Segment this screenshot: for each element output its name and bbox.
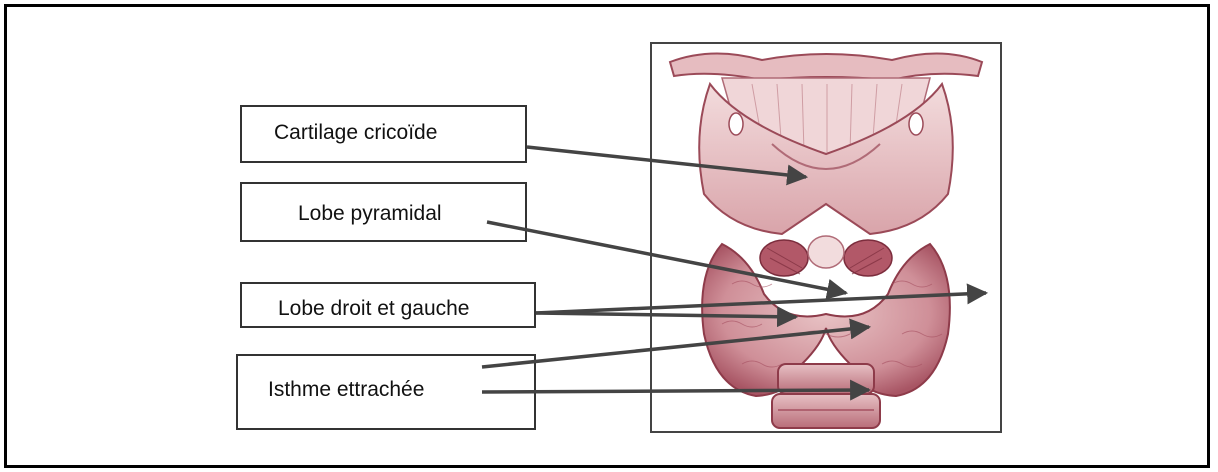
outer-frame [4, 4, 1210, 468]
label-box-lobes: Lobe droit et gauche [240, 282, 536, 328]
label-lobes: Lobe droit et gauche [278, 297, 469, 321]
thyroid-larynx-illustration [652, 44, 1000, 431]
label-cricoid: Cartilage cricoïde [274, 121, 437, 145]
anatomy-illustration-frame [650, 42, 1002, 433]
label-box-pyramidal: Lobe pyramidal [240, 182, 527, 242]
label-box-isthmus: Isthme ettrachée [236, 354, 536, 430]
label-pyramidal: Lobe pyramidal [298, 202, 442, 226]
label-isthmus: Isthme ettrachée [268, 378, 424, 402]
label-box-cricoid: Cartilage cricoïde [240, 105, 527, 163]
